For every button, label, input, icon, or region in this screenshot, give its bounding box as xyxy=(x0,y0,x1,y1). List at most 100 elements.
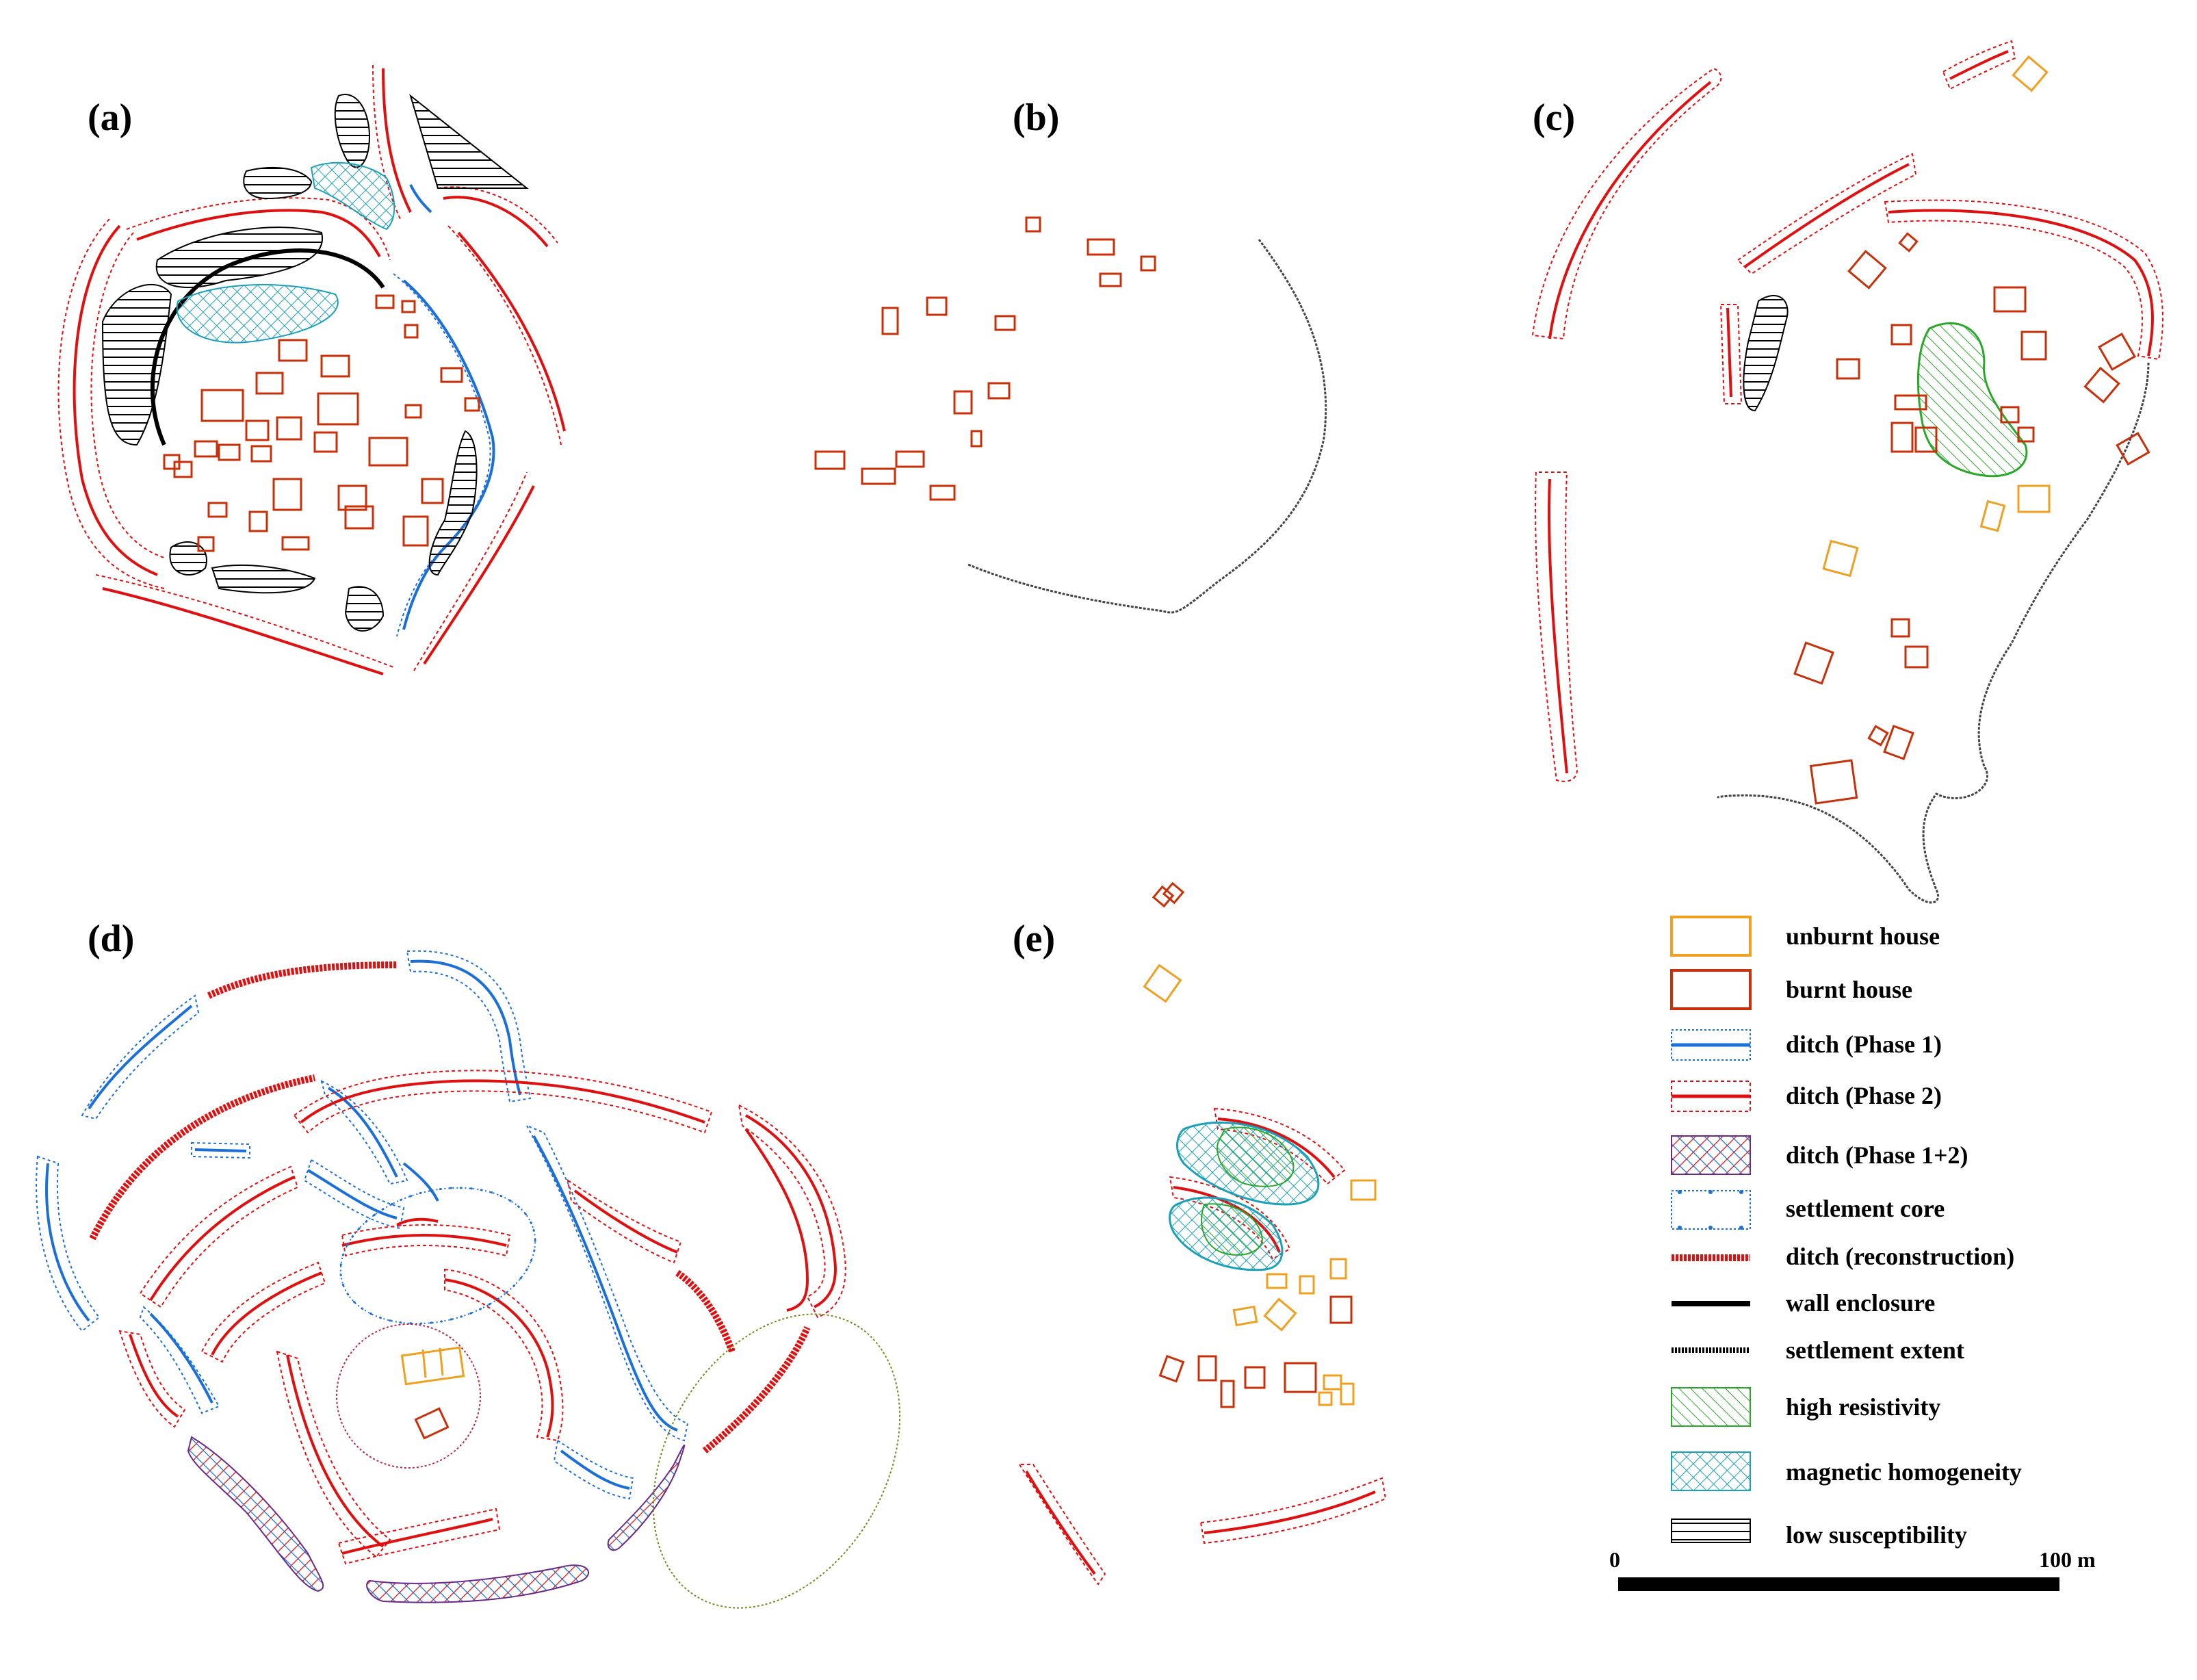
legend-item-burnt-house: burnt house xyxy=(1670,969,1912,1010)
legend-item-low-susceptibility: low susceptibility xyxy=(1671,1519,1967,1549)
ditch-phase2-group-c xyxy=(1531,40,2163,782)
unburnt-house xyxy=(1350,1179,1377,1201)
ditch-phase2 xyxy=(1025,1470,1096,1575)
ditch-phase2 xyxy=(211,1271,322,1356)
legend-item-magnetic-homogeneity: magnetic homogeneity xyxy=(1671,1451,2022,1491)
legend-core-dot xyxy=(1678,1226,1682,1230)
ditch-phase2 xyxy=(396,1217,439,1226)
burnt-house xyxy=(337,484,367,511)
burnt-houses-b xyxy=(814,216,1156,501)
burnt-house xyxy=(414,1407,450,1440)
low-susceptibility-area xyxy=(243,167,313,200)
unburnt-house xyxy=(1340,1382,1355,1406)
ditch-phase2-group xyxy=(57,64,566,675)
ditch-buffer xyxy=(57,218,165,589)
ditch-phase2 xyxy=(1217,1117,1336,1178)
unburnt-houses-c xyxy=(1822,55,2051,578)
ditch-phase2 xyxy=(1949,50,2009,80)
legend-item-ditch-phase2: ditch (Phase 2) xyxy=(1671,1081,1942,1112)
legend-swatch-resistivity xyxy=(1671,1387,1751,1427)
burnt-house xyxy=(1914,426,1938,453)
legend-swatch-burnt xyxy=(1670,969,1752,1010)
burnt-house xyxy=(250,445,272,463)
unburnt-house xyxy=(1143,964,1182,1003)
legend-label: ditch (Phase 1) xyxy=(1786,1031,1942,1058)
ditch-phase2 xyxy=(136,209,381,258)
legend-label: high resistivity xyxy=(1786,1393,1940,1421)
burnt-house xyxy=(1898,232,1919,253)
legend-swatch-unburnt xyxy=(1670,916,1752,957)
ditch-buffer xyxy=(1719,304,1743,404)
unburnt-house xyxy=(1979,500,2006,532)
ditch-buffer xyxy=(126,197,391,261)
panel-c: (c) xyxy=(1531,40,2163,904)
ditch-phase2 xyxy=(341,1518,493,1555)
ditch-buffer xyxy=(738,1104,846,1319)
burnt-house xyxy=(464,397,480,412)
house-partition xyxy=(421,1349,427,1378)
ditch-buffer xyxy=(372,64,401,220)
unburnt-house xyxy=(1323,1374,1342,1391)
burnt-house xyxy=(2116,432,2150,466)
ditch-phase1 xyxy=(410,959,521,1096)
low-susceptibility-area xyxy=(101,283,172,446)
legend-label: wall enclosure xyxy=(1786,1289,1935,1317)
burnt-house xyxy=(218,443,241,461)
ditch-phase2 xyxy=(149,1176,295,1302)
burnt-house xyxy=(173,461,193,478)
legend-label: settlement core xyxy=(1786,1195,1945,1222)
panel-label-a: (a) xyxy=(88,96,132,139)
settlement-extent-b xyxy=(967,239,1327,614)
burnt-house xyxy=(276,416,302,441)
burnt-house xyxy=(1836,358,1860,380)
burnt-house xyxy=(1847,250,1887,289)
ditch-buffer xyxy=(139,1165,299,1308)
unburnt-house xyxy=(1232,1305,1258,1327)
high-resistivity-area xyxy=(1201,1203,1264,1256)
legend-label: burnt house xyxy=(1786,976,1912,1003)
ditch-phase1 xyxy=(327,1087,398,1178)
ditch-buffer xyxy=(139,1306,220,1414)
scale-start-label: 0 xyxy=(1609,1547,1620,1572)
burnt-house xyxy=(1244,1366,1266,1389)
burnt-house xyxy=(197,536,215,552)
scale-bar-rect xyxy=(1618,1577,2059,1591)
ditch-buffer xyxy=(276,1350,391,1558)
burnt-house xyxy=(278,339,308,362)
panel-label-e: (e) xyxy=(1013,918,1055,960)
ditch-phase2 xyxy=(1726,307,1732,398)
ditch-phase2 xyxy=(457,231,566,432)
ditch-buffer xyxy=(90,232,165,558)
ditch-phase1 xyxy=(402,279,495,630)
ditch-reconstruction xyxy=(89,1074,316,1241)
ditch-phase12 xyxy=(366,1564,589,1603)
legend-label: unburnt house xyxy=(1786,922,1940,950)
ditch-phase1 xyxy=(409,184,432,214)
magnetic-homogeneity-group xyxy=(176,161,395,344)
settlement-core-outline xyxy=(339,1187,536,1325)
panel-a: (a) xyxy=(57,64,566,675)
burnt-house xyxy=(2083,366,2120,404)
legend-item-settlement-core: settlement core xyxy=(1671,1190,1945,1230)
burnt-house xyxy=(2020,331,2047,361)
magnetic-homogeneity-area xyxy=(310,161,395,231)
legend-swatch-magnetic xyxy=(1671,1451,1751,1491)
burnt-house xyxy=(281,536,310,551)
settlement-core-red xyxy=(336,1323,481,1469)
burnt-house xyxy=(814,450,846,470)
burnt-house xyxy=(926,296,948,316)
unburnt-house xyxy=(2017,484,2051,513)
burnt-house xyxy=(2000,406,2020,424)
legend-label: ditch (Phase 2) xyxy=(1786,1082,1942,1109)
low-susceptibility-area xyxy=(211,565,316,594)
unburnt-houses-e xyxy=(1143,964,1377,1406)
panel-label-d: (d) xyxy=(88,918,134,960)
low-susceptibility-area xyxy=(344,586,385,632)
legend-item-high-resistivity: high resistivity xyxy=(1671,1387,1940,1427)
ditch-buffer xyxy=(320,1080,408,1185)
burnt-house xyxy=(272,478,302,511)
burnt-house xyxy=(1025,216,1041,233)
burnt-house xyxy=(404,324,419,339)
high-resistivity-area xyxy=(1916,322,2028,478)
ditch-phase2 xyxy=(444,1278,554,1438)
